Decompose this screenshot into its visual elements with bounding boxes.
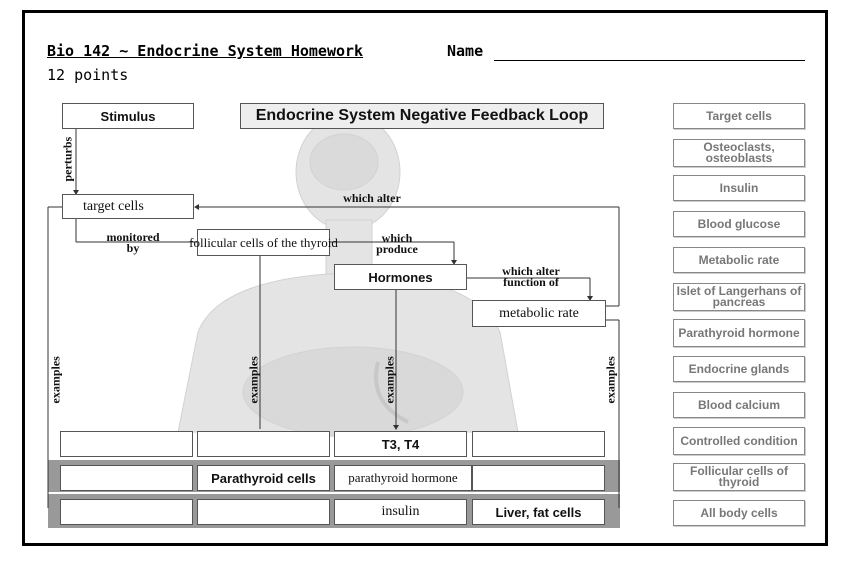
word-bank-blood-glucose[interactable]: Blood glucose bbox=[673, 211, 805, 237]
examples-label-1: examples bbox=[48, 356, 63, 404]
target-cells-box: target cells bbox=[62, 194, 194, 219]
row3-cell4-answer[interactable]: Liver, fat cells bbox=[472, 499, 605, 525]
points-label: 12 points bbox=[47, 66, 129, 84]
diagram-title: Endocrine System Negative Feedback Loop bbox=[240, 103, 604, 129]
examples-label-2: examples bbox=[246, 356, 261, 404]
which-alter-function-line-1: which alter bbox=[502, 264, 560, 278]
word-bank-all-body-cells[interactable]: All body cells bbox=[673, 500, 805, 526]
follicular-cells-box: follicular cells of the thyroid bbox=[189, 229, 338, 256]
row2-cell3-answer[interactable]: parathyroid hormone bbox=[334, 465, 472, 491]
row1-cell2-answer[interactable] bbox=[197, 431, 330, 457]
word-bank-controlled-condition[interactable]: Controlled condition bbox=[673, 427, 805, 455]
name-label: Name bbox=[447, 42, 484, 60]
feedback-loop-diagram bbox=[48, 102, 620, 528]
which-alter-label: which alter bbox=[343, 191, 401, 205]
examples-label-3: examples bbox=[382, 356, 397, 404]
row2-cell1-answer[interactable] bbox=[60, 465, 193, 491]
word-bank-follicular-cells[interactable]: Follicular cells of thyroid bbox=[673, 463, 805, 491]
word-bank-target-cells[interactable]: Target cells bbox=[673, 103, 805, 129]
worksheet-title: Bio 142 ~ Endocrine System Homework bbox=[47, 42, 364, 60]
which-alter-function-label: which alter function of bbox=[486, 264, 576, 289]
row1-cell4-answer[interactable] bbox=[472, 431, 605, 457]
word-bank-islet-of-langerhans[interactable]: Islet of Langerhans of pancreas bbox=[673, 283, 805, 311]
row1-cell3-answer[interactable]: T3, T4 bbox=[334, 431, 467, 457]
monitored-by-line-1: monitored bbox=[106, 230, 160, 244]
row3-cell1-answer[interactable] bbox=[60, 499, 193, 525]
word-bank-endocrine-glands[interactable]: Endocrine glands bbox=[673, 356, 805, 382]
metabolic-rate-box: metabolic rate bbox=[472, 300, 606, 327]
word-bank-blood-calcium[interactable]: Blood calcium bbox=[673, 392, 805, 418]
which-produce-label: which produce bbox=[362, 231, 432, 256]
row1-cell1-answer[interactable] bbox=[60, 431, 193, 457]
word-bank-parathyroid-hormone[interactable]: Parathyroid hormone bbox=[673, 319, 805, 347]
word-bank-insulin[interactable]: Insulin bbox=[673, 175, 805, 201]
monitored-by-label: monitored by bbox=[90, 230, 176, 255]
hormones-box: Hormones bbox=[334, 264, 467, 290]
word-bank-osteoclasts[interactable]: Osteoclasts, osteoblasts bbox=[673, 139, 805, 167]
row3-cell2-answer[interactable] bbox=[197, 499, 330, 525]
which-produce-line-2: produce bbox=[376, 242, 418, 256]
word-bank-metabolic-rate[interactable]: Metabolic rate bbox=[673, 247, 805, 273]
row2-cell4-answer[interactable] bbox=[472, 465, 605, 491]
row2-cell2-answer[interactable]: Parathyroid cells bbox=[197, 465, 330, 491]
stimulus-box: Stimulus bbox=[62, 103, 194, 129]
row3-cell3-answer[interactable]: insulin bbox=[334, 499, 467, 525]
perturbs-label: perturbs bbox=[60, 136, 75, 182]
name-field[interactable] bbox=[494, 60, 805, 61]
which-produce-line-1: which bbox=[381, 231, 413, 245]
body-silhouette-image bbox=[177, 113, 519, 438]
examples-label-4: examples bbox=[603, 356, 618, 404]
which-alter-function-line-2: function of bbox=[503, 275, 559, 289]
monitored-by-line-2: by bbox=[126, 241, 140, 255]
